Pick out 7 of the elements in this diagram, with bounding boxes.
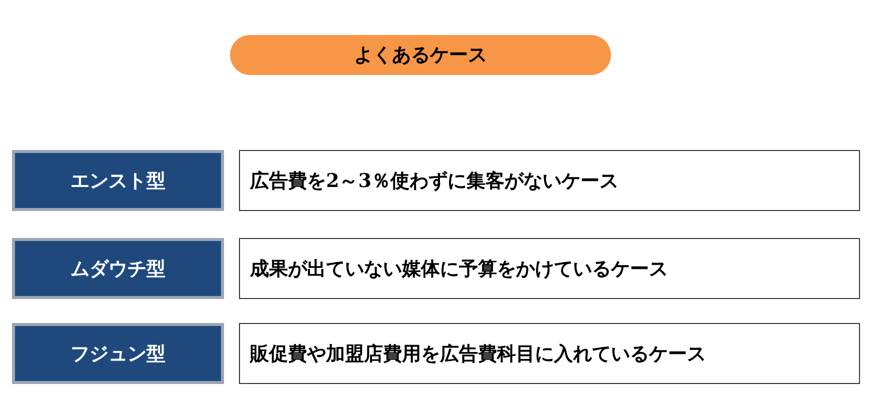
description-box: 広告費を2～3％使わずに集客がないケース (239, 150, 860, 211)
description-box: 販促費や加盟店費用を広告費科目に入れているケース (239, 323, 860, 384)
type-label-box: エンスト型 (12, 150, 224, 211)
type-label-box: ムダウチ型 (12, 238, 224, 299)
description-box: 成果が出ていない媒体に予算をかけているケース (239, 238, 860, 299)
title-pill: よくあるケース (230, 35, 611, 75)
type-label-box: フジュン型 (12, 323, 224, 384)
